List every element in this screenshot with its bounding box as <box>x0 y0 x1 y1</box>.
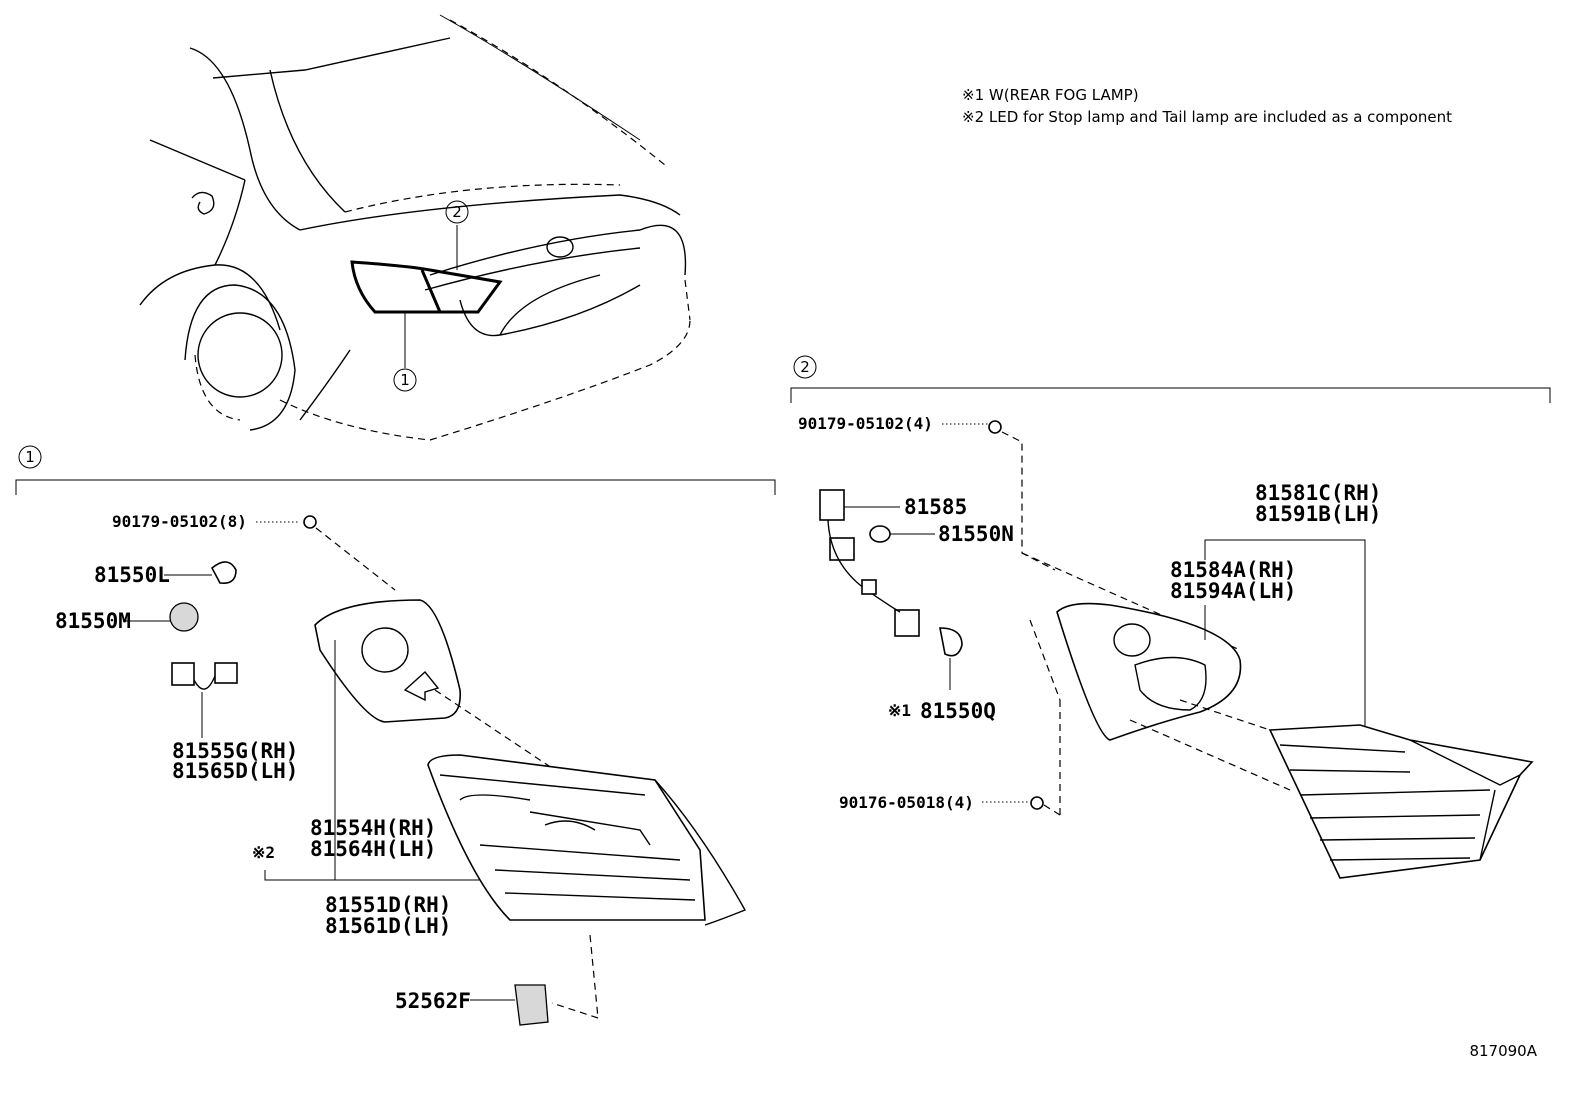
label-socket-81550M: 81550M <box>55 609 131 633</box>
fog-mark: ※1 <box>888 701 911 720</box>
tail-lamp-outer-icon <box>427 754 747 926</box>
gasket-2-icon <box>1056 602 1242 741</box>
wire-harness-icon <box>171 662 238 690</box>
label-screw-2: 90179-05102(4) <box>798 414 933 433</box>
label-socket-wire: 81585 <box>904 495 967 519</box>
label-screw-1: 90179-05102(8) <box>112 512 247 531</box>
label-lamp-rh: 81551D(RH) <box>325 893 451 917</box>
socket-icon <box>169 602 199 632</box>
bulb-icon <box>210 561 237 585</box>
clip-icon <box>514 984 549 1026</box>
label-gasket-lh: 81564H(LH) <box>310 837 436 861</box>
svg-text:2: 2 <box>452 203 462 221</box>
screw-2-icon <box>988 420 1002 434</box>
label-lamp2-rh: 81581C(RH) <box>1255 481 1381 505</box>
note-2: ※2 LED for Stop lamp and Tail lamp are i… <box>962 108 1452 126</box>
nut-icon <box>1030 796 1044 810</box>
label-bulb-q: 81550Q <box>920 699 996 723</box>
note-mark-2: ※2 <box>252 843 275 862</box>
section-1: 1 90179-05102(8) 81550L 81550M 81555G(RH… <box>15 445 776 1026</box>
bulb-n-icon <box>869 525 891 543</box>
label-gasket-rh: 81554H(RH) <box>310 816 436 840</box>
callout-1-section-label: 1 <box>25 448 35 466</box>
callout-2-car: 2 <box>445 200 469 224</box>
svg-text:1: 1 <box>400 371 410 389</box>
label-gasket2-lh: 81594A(LH) <box>1170 579 1296 603</box>
callout-1-car: 1 <box>393 368 417 392</box>
callout-2-section <box>793 355 817 379</box>
label-lamp2-lh: 81591B(LH) <box>1255 502 1381 526</box>
figure-code: 817090A <box>1469 1042 1537 1060</box>
socket-wire-icon <box>819 489 920 637</box>
label-bulb-n: 81550N <box>938 522 1014 546</box>
section-2: 2 90179-05102(4) 81585 81550N ※1 81550Q <box>790 355 1551 879</box>
label-wire-rh: 81555G(RH) <box>172 739 298 763</box>
label-gasket2-rh: 81584A(RH) <box>1170 558 1296 582</box>
screw-icon <box>303 515 317 529</box>
note-1: ※1 W(REAR FOG LAMP) <box>962 86 1139 104</box>
gasket-icon <box>314 599 462 723</box>
car-overview <box>139 14 691 441</box>
tail-lamp-inner-icon <box>1268 724 1534 879</box>
label-nut: 90176-05018(4) <box>839 793 974 812</box>
callout-1-section <box>18 445 42 469</box>
label-wire-lh: 81565D(LH) <box>172 759 298 783</box>
callout-2-section-label: 2 <box>800 358 810 376</box>
section-1-bracket <box>15 479 776 495</box>
label-bulb-81550L: 81550L <box>94 563 170 587</box>
bulb-q-icon <box>939 627 963 657</box>
label-lamp-lh: 81561D(LH) <box>325 914 451 938</box>
section-2-bracket <box>790 387 1551 403</box>
label-clip: 52562F <box>395 989 471 1013</box>
